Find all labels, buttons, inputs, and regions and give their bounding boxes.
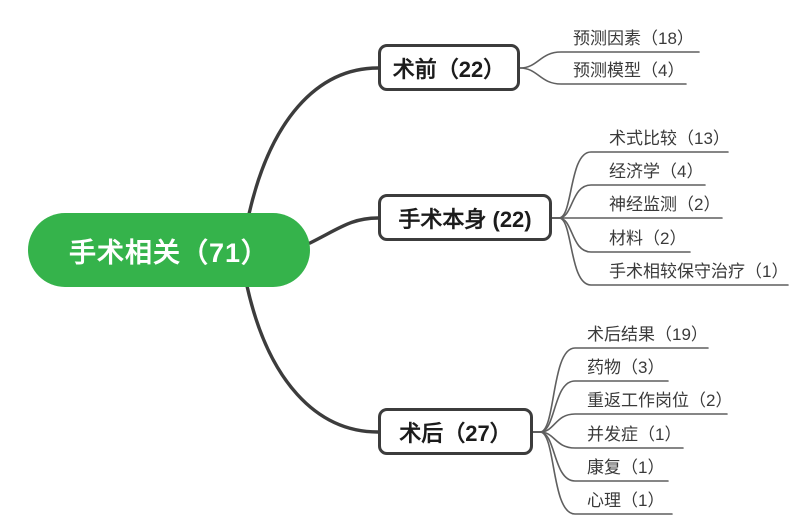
leaf-return-to-work[interactable]: 重返工作岗位（2） xyxy=(587,391,733,410)
branch-node-preoperative[interactable]: 术前（22） xyxy=(378,44,520,91)
leaf-rehabilitation[interactable]: 康复（1） xyxy=(587,458,665,477)
leaf-postop-outcomes[interactable]: 术后结果（19） xyxy=(587,325,708,344)
leaf-neuromonitoring[interactable]: 神经监测（2） xyxy=(609,195,721,214)
connector-root-to-surgery-itself xyxy=(308,216,380,245)
leaf-surgery-vs-conservative[interactable]: 手术相较保守治疗（1） xyxy=(609,262,789,281)
leaf-prediction-factors[interactable]: 预测因素（18） xyxy=(573,29,694,48)
leaf-drugs[interactable]: 药物（3） xyxy=(587,358,665,377)
twig-surgery-vs-conservative xyxy=(551,217,789,286)
twig-prediction-factors xyxy=(519,51,700,69)
leaf-materials[interactable]: 材料（2） xyxy=(609,229,687,248)
leaf-economics[interactable]: 经济学（4） xyxy=(609,162,704,181)
leaf-psychology[interactable]: 心理（1） xyxy=(587,491,665,510)
leaf-complications[interactable]: 并发症（1） xyxy=(587,425,682,444)
leaf-procedure-comparison[interactable]: 术式比较（13） xyxy=(609,129,730,148)
twig-psychology xyxy=(532,431,673,515)
branch-node-postoperative[interactable]: 术后（27） xyxy=(378,408,533,455)
root-node-surgery-related[interactable]: 手术相关（71） xyxy=(28,213,310,287)
leaf-prediction-models[interactable]: 预测模型（4） xyxy=(573,61,685,80)
branch-node-surgery-itself[interactable]: 手术本身 (22) xyxy=(378,194,552,241)
twig-prediction-models xyxy=(519,67,687,85)
connector-root-to-preoperative xyxy=(247,66,380,216)
connector-root-to-postoperative xyxy=(245,284,380,434)
